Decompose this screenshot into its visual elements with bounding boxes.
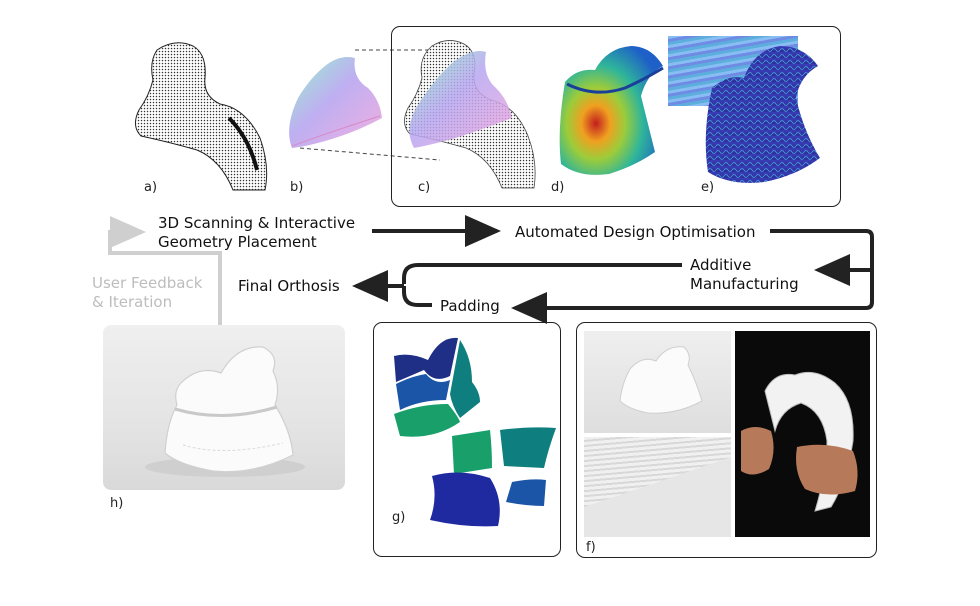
panel-e-textured-orthosis — [705, 46, 820, 183]
panel-f-photo-right — [735, 331, 870, 537]
step-padding: Padding — [440, 297, 500, 315]
step-additive-line1: Additive — [690, 256, 752, 274]
panel-label-g: g) — [392, 510, 406, 525]
step-scanning-line1: 3D Scanning & Interactive — [158, 214, 356, 232]
panel-g-padding-pieces — [394, 337, 556, 527]
pad-piece-teal-top — [450, 340, 480, 418]
panel-label-e: e) — [701, 180, 715, 195]
panel-label-b: b) — [290, 180, 304, 195]
arrow-optimisation-path — [770, 229, 874, 310]
step-scanning: 3D Scanning & Interactive Geometry Place… — [158, 214, 355, 252]
feedback-loop-arrow — [108, 216, 222, 340]
panel-d-heatmap — [559, 46, 664, 175]
projection-line-bottom — [299, 147, 441, 161]
panel-b-parametrised-surface — [289, 57, 382, 148]
panel-f-frame — [576, 322, 877, 558]
panel-a-point-cloud — [135, 42, 268, 191]
panel-f-photo-top — [584, 331, 731, 433]
panel-g-frame — [373, 322, 561, 557]
panel-h-photo — [103, 325, 345, 490]
panel-label-a: a) — [144, 180, 158, 195]
pad-piece-navy — [394, 337, 458, 382]
panel-label-f: f) — [586, 540, 596, 555]
feedback-line2: & Iteration — [92, 293, 173, 311]
feedback-line1: User Feedback — [92, 274, 203, 292]
step-additive-line2: Manufacturing — [690, 275, 799, 293]
photo-top-orthosis-shape — [619, 346, 703, 414]
orthosis-photo-shape — [145, 346, 305, 477]
pad-piece-green-top — [394, 404, 460, 437]
step-scanning-line2: Geometry Placement — [158, 233, 317, 251]
arrow-additive-to-final — [402, 263, 682, 284]
panel-label-d: d) — [551, 180, 565, 195]
panel-label-h: h) — [110, 496, 124, 511]
arrow-padding-to-final — [402, 286, 432, 307]
pad-piece-deep-blue — [430, 472, 500, 527]
pad-piece-green — [452, 430, 492, 474]
photo-bottom-texture-shape — [584, 457, 731, 537]
photo-right-hands-shape — [741, 371, 858, 512]
step-final-orthosis: Final Orthosis — [238, 277, 340, 295]
panel-label-c: c) — [418, 180, 431, 195]
user-feedback-label: User Feedback & Iteration — [92, 274, 202, 312]
panel-c-overlay — [404, 40, 536, 189]
pad-piece-teal — [500, 427, 556, 468]
optimisation-panels-frame — [391, 26, 841, 207]
pad-piece-blue — [396, 374, 450, 410]
panel-f-photo-bottom — [584, 437, 731, 537]
step-optimisation: Automated Design Optimisation — [515, 223, 756, 241]
pad-piece-small-blue — [506, 479, 546, 506]
step-additive-manufacturing: Additive Manufacturing — [690, 256, 799, 294]
